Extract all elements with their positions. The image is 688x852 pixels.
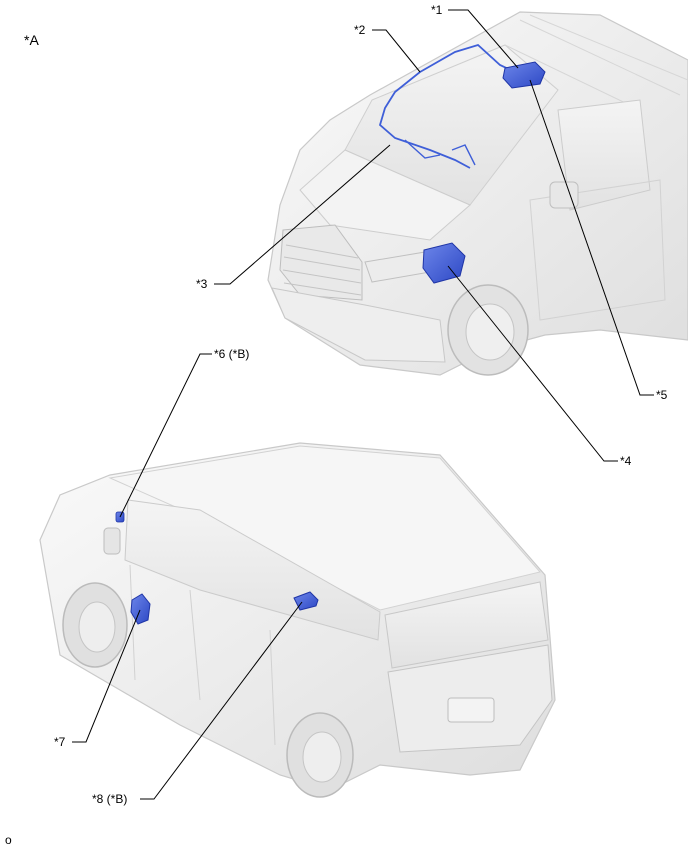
front-van-side-door	[529, 179, 666, 321]
roof-wire-harness	[378, 43, 516, 169]
front-van-grille-bars	[282, 244, 362, 296]
rear-van-rear-wheel-hub	[302, 731, 342, 783]
side-panel-unit	[130, 593, 151, 625]
front-van-windshield	[344, 44, 559, 206]
front-van-front-wheel-hub	[465, 303, 515, 361]
footer-id: o	[5, 833, 12, 847]
leader-line-7	[72, 609, 141, 743]
interior-roof-unit	[293, 591, 319, 611]
callout-7: *7	[54, 735, 66, 749]
leader-line-2	[372, 29, 421, 73]
front-van-bumper	[271, 287, 446, 363]
callout-2: *2	[354, 23, 366, 37]
rear-van-mirror	[103, 527, 121, 555]
rear-van-door-lines	[129, 564, 276, 746]
rear-van-license-plate	[447, 697, 495, 723]
figure-label: *A	[24, 32, 39, 48]
callout-3: *3	[196, 277, 208, 291]
front-van-grille	[279, 224, 363, 301]
front-van-roof-lines	[504, 14, 688, 111]
rear-van-front-wheel-hub	[78, 601, 116, 653]
callout-4: *4	[620, 454, 632, 468]
front-van-illustration	[267, 11, 688, 376]
leader-line-6	[119, 353, 212, 518]
callout-6: *6 (*B)	[214, 347, 250, 361]
callout-1: *1	[431, 3, 443, 17]
callout-8: *8 (*B)	[92, 792, 128, 806]
leader-lines	[72, 9, 654, 800]
leader-line-3	[214, 144, 391, 285]
roof-mounted-unit	[502, 61, 546, 89]
leader-line-5	[529, 79, 654, 396]
rear-van-rear-glass	[384, 581, 549, 669]
front-van-mirror	[549, 181, 579, 209]
front-van-hood	[299, 149, 471, 241]
leader-line-1	[448, 9, 519, 69]
front-side-unit	[422, 242, 466, 284]
roof-wire-harness-branch	[404, 139, 476, 166]
leader-line-8	[140, 601, 303, 800]
leader-line-4	[447, 265, 618, 462]
rear-van-illustration	[39, 442, 556, 798]
front-van-side-window	[557, 99, 651, 211]
callout-5: *5	[656, 388, 668, 402]
